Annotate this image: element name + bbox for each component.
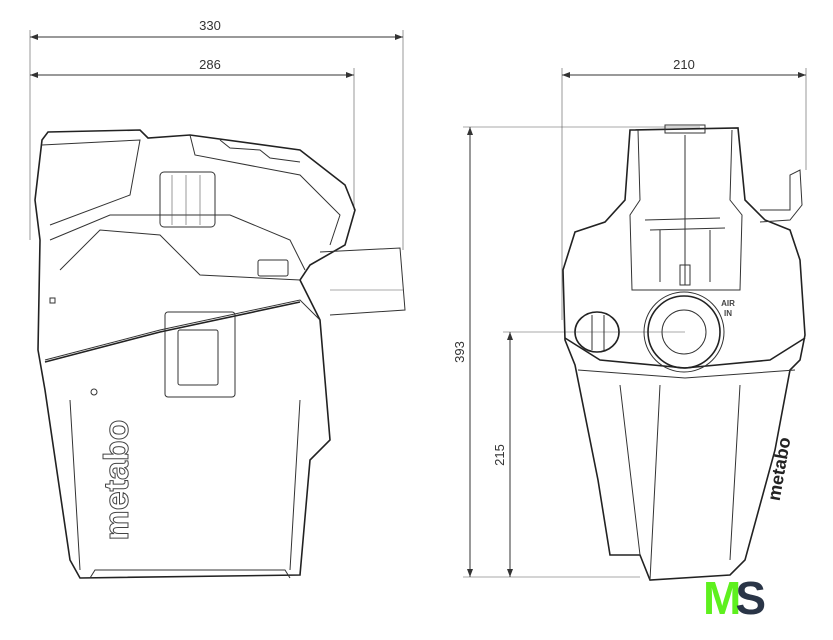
front-view: AIR IN metabo (562, 124, 806, 581)
brand-text-front: metabo (764, 436, 795, 503)
dimension-label: 210 (673, 57, 695, 72)
side-view: metabo (34, 129, 406, 579)
dimension-label: 393 (452, 341, 467, 363)
air-in-label: AIR (721, 299, 735, 308)
air-in-label: IN (724, 309, 732, 318)
logo-letter-s: S (735, 572, 766, 624)
dimension-label: 286 (199, 57, 221, 72)
dimension-label: 330 (199, 18, 221, 33)
ms-logo: MS (703, 572, 766, 624)
dimension-393: 393 (452, 126, 700, 578)
brand-text-side: metabo (98, 420, 136, 541)
dimension-210: 210 (561, 57, 807, 320)
dimension-330: 330 (29, 18, 404, 250)
dimension-215: 215 (492, 331, 685, 577)
logo-letter-m: M (703, 572, 741, 624)
dimension-286: 286 (30, 57, 355, 210)
dimension-label: 215 (492, 444, 507, 466)
